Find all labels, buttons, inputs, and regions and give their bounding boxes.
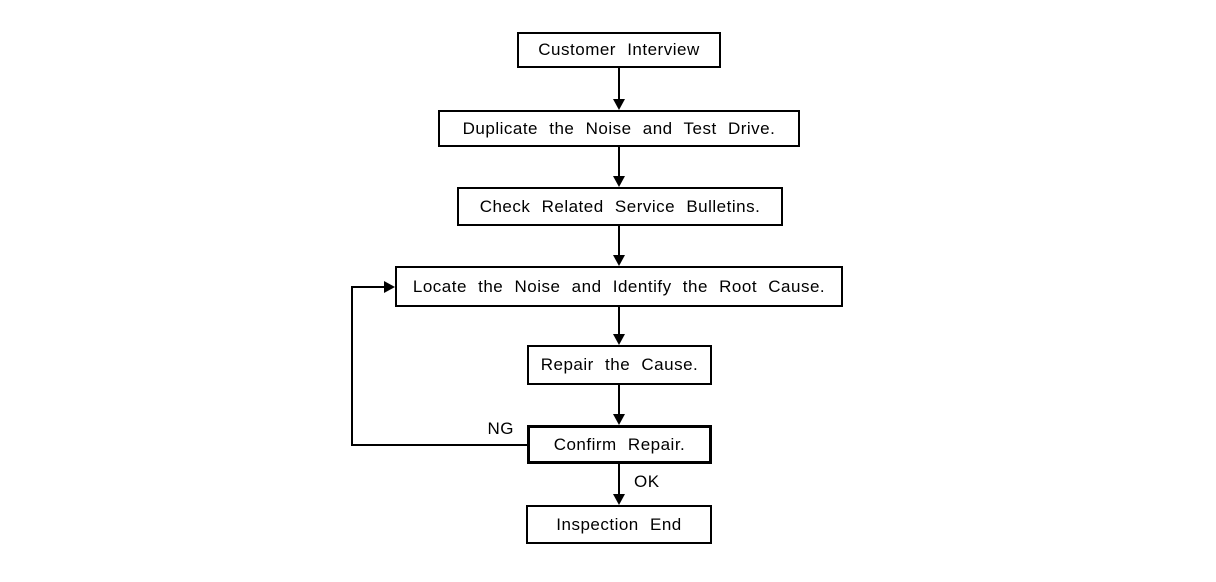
connector-line <box>618 226 620 257</box>
flowchart-node-confirm-repair: Confirm Repair. <box>527 425 712 464</box>
arrow-down-icon <box>613 255 625 266</box>
connector-line <box>618 147 620 178</box>
connector-line <box>618 307 620 336</box>
edge-label-ng: NG <box>468 419 514 439</box>
connector-line <box>618 464 620 497</box>
flowchart-node-customer-interview: Customer Interview <box>517 32 721 68</box>
flowchart-node-duplicate-noise: Duplicate the Noise and Test Drive. <box>438 110 800 147</box>
flowchart-node-check-bulletins: Check Related Service Bulletins. <box>457 187 783 226</box>
arrow-down-icon <box>613 99 625 110</box>
arrow-right-icon <box>384 281 395 293</box>
arrow-down-icon <box>613 334 625 345</box>
flowchart-node-inspection-end: Inspection End <box>526 505 712 544</box>
connector-line <box>351 286 385 288</box>
arrow-down-icon <box>613 414 625 425</box>
edge-label-ok: OK <box>634 472 660 492</box>
connector-line <box>351 444 527 446</box>
connector-line <box>351 287 353 446</box>
connector-line <box>618 68 620 101</box>
arrow-down-icon <box>613 176 625 187</box>
flowchart-node-locate-noise: Locate the Noise and Identify the Root C… <box>395 266 843 307</box>
arrow-down-icon <box>613 494 625 505</box>
connector-line <box>618 385 620 416</box>
flowchart-node-repair-cause: Repair the Cause. <box>527 345 712 385</box>
